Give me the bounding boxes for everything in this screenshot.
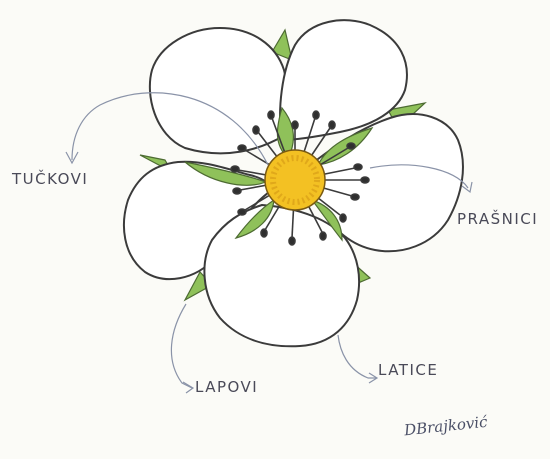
label-sepals: LAPOVI <box>195 378 258 396</box>
label-pistils: TUČKOVI <box>12 170 88 188</box>
label-petals: LATICE <box>378 361 438 379</box>
pointer-sepals <box>171 304 192 388</box>
label-stamens: PRAŠNICI <box>457 210 538 228</box>
pointer-petals <box>338 335 376 378</box>
petal-top-left <box>150 28 290 153</box>
